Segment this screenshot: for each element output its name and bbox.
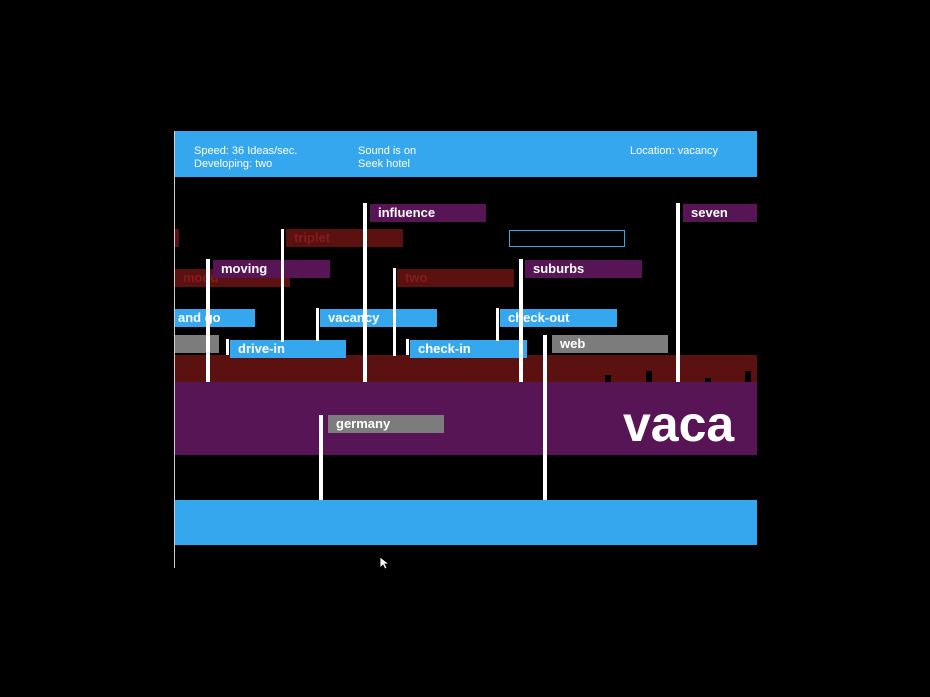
play-area[interactable]: influence triplet seven mood moving two …	[175, 177, 757, 568]
word-check-in[interactable]: check-in	[410, 340, 527, 358]
empty-word-slot[interactable]	[509, 230, 625, 247]
word-drive-in[interactable]: drive-in	[230, 340, 346, 358]
pole	[319, 415, 323, 500]
notch	[646, 371, 652, 382]
purple-band	[175, 382, 757, 455]
word-moving[interactable]: moving	[213, 260, 330, 278]
word-two[interactable]: two	[397, 269, 514, 287]
word-web[interactable]: web	[552, 335, 668, 353]
pole	[676, 203, 680, 382]
pole	[519, 259, 523, 382]
pole	[226, 339, 229, 355]
pole	[363, 203, 367, 382]
developing-readout: Developing: two	[194, 158, 273, 170]
status-bar: Speed: 36 Ideas/sec. Developing: two Sou…	[175, 131, 757, 177]
word-seven[interactable]: seven	[683, 204, 757, 222]
goal-text: Seek hotel	[358, 158, 410, 170]
mouse-cursor-icon	[380, 557, 391, 570]
blue-band	[175, 500, 757, 545]
notch	[745, 371, 751, 382]
word-suburbs[interactable]: suburbs	[525, 260, 642, 278]
pole	[281, 229, 284, 342]
word-influence[interactable]: influence	[370, 204, 486, 222]
window-left-edge	[174, 131, 175, 568]
word-and-go[interactable]: and go	[175, 309, 255, 327]
sound-status[interactable]: Sound is on	[358, 145, 417, 157]
pole	[206, 259, 210, 382]
word-triplet[interactable]: triplet	[286, 229, 403, 247]
current-word-large: vaca	[623, 396, 735, 452]
game-window: Speed: 36 Ideas/sec. Developing: two Sou…	[174, 131, 757, 568]
pole	[496, 308, 499, 341]
maroon-stub	[175, 229, 179, 247]
notch	[705, 378, 711, 382]
pole	[543, 335, 547, 500]
pole	[406, 339, 409, 355]
gray-stub	[175, 335, 219, 353]
notch	[605, 375, 611, 382]
location-readout: Location: vacancy	[630, 145, 719, 157]
word-germany[interactable]: germany	[328, 415, 444, 433]
speed-readout: Speed: 36 Ideas/sec.	[194, 145, 298, 157]
maroon-band	[175, 355, 757, 382]
pole	[316, 308, 319, 341]
pole	[393, 268, 396, 356]
word-check-out[interactable]: check-out	[500, 309, 617, 327]
word-vacancy[interactable]: vacancy	[320, 309, 437, 327]
